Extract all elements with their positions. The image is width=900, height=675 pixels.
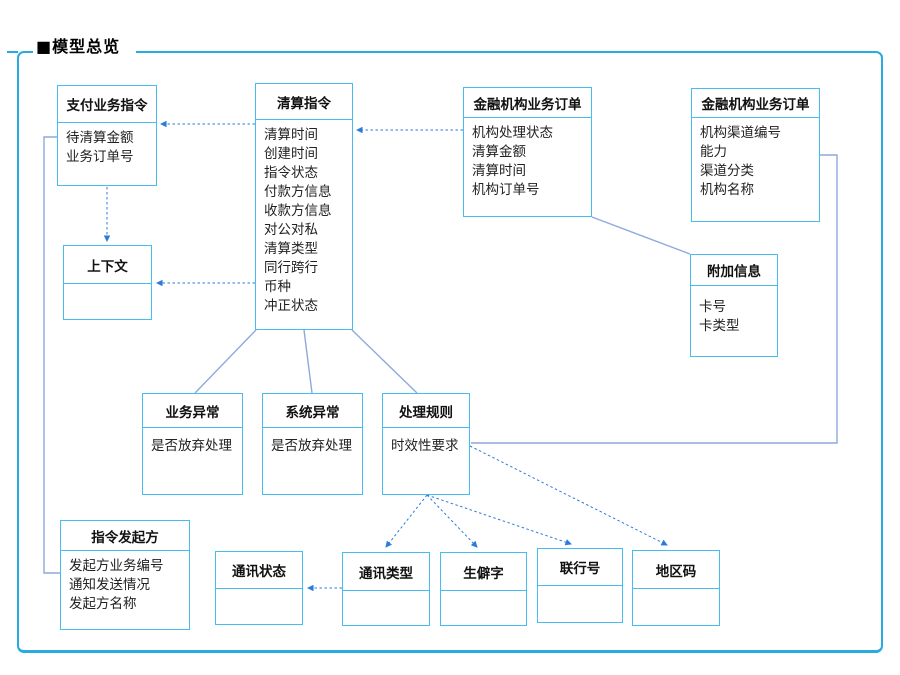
entity-field: 通知发送情况 [69,577,150,593]
entity-field: 币种 [264,279,291,295]
entity-clearing-instruction: 清算指令 清算时间 创建时间 指令状态 付款方信息 收款方信息 对公对私 清算类… [255,83,353,330]
entity-field: 能力 [700,144,727,160]
entity-field: 机构名称 [700,182,754,198]
entity-field: 清算类型 [264,241,318,257]
entity-title: 金融机构业务订单 [692,89,819,118]
entity-field: 卡类型 [699,318,740,334]
line-payment-to-initiator [43,136,60,574]
diagram-frame-border [17,51,883,653]
entity-process-rule: 处理规则 时效性要求 [382,393,470,495]
entity-field: 收款方信息 [264,203,332,219]
entity-field: 对公对私 [264,222,318,238]
line-finorder1-to-additional-info [591,216,691,255]
entity-title: 地区码 [633,551,719,589]
entity-title: 生僻字 [441,553,526,591]
entity-field: 创建时间 [264,146,318,162]
line-clearing-to-business-exception [194,329,257,394]
entity-field: 待清算金额 [66,130,134,146]
entity-field: 时效性要求 [391,438,459,454]
entity-field: 发起方业务编号 [69,558,164,574]
entity-business-exception: 业务异常 是否放弃处理 [142,393,243,495]
entity-title: 联行号 [538,549,622,586]
entity-fin-institution-order-2: 金融机构业务订单 机构渠道编号 能力 渠道分类 机构名称 [691,88,820,222]
arrow-rule-to-rare-character [426,494,478,548]
entity-field: 付款方信息 [264,184,332,200]
entity-title: 通讯状态 [216,552,302,589]
entity-field: 冲正状态 [264,298,318,314]
entity-field: 清算时间 [264,127,318,143]
line-clearing-to-system-exception [303,329,313,394]
entity-instruction-initiator: 指令发起方 发起方业务编号 通知发送情况 发起方名称 [60,520,190,630]
entity-title: 指令发起方 [61,521,189,551]
entity-field: 渠道分类 [700,163,754,179]
entity-title: 金融机构业务订单 [464,88,591,118]
entity-field: 机构订单号 [472,182,540,198]
entity-field: 是否放弃处理 [271,438,352,454]
entity-field: 清算时间 [472,163,526,179]
entity-title: 支付业务指令 [58,86,156,123]
entity-bank-link-number: 联行号 [537,548,623,623]
entity-field: 机构处理状态 [472,125,553,141]
entity-title: 系统异常 [263,394,362,428]
entity-title: 通讯类型 [343,553,429,591]
entity-comm-type: 通讯类型 [342,552,430,626]
arrow-rule-to-comm-type [385,494,428,548]
entity-field: 清算金额 [472,144,526,160]
entity-context: 上下文 [63,245,152,320]
entity-area-code: 地区码 [632,550,720,626]
entity-fin-institution-order-1: 金融机构业务订单 机构处理状态 清算金额 清算时间 机构订单号 [463,87,592,217]
entity-system-exception: 系统异常 是否放弃处理 [262,393,363,495]
entity-rare-character: 生僻字 [440,552,527,626]
arrow-rule-to-area-code [469,445,668,546]
arrow-rule-to-bank-link-number [426,494,572,546]
entity-payment-instruction: 支付业务指令 待清算金额 业务订单号 [57,85,157,186]
entity-title: 处理规则 [383,394,469,428]
entity-field: 指令状态 [264,165,318,181]
entity-field: 发起方名称 [69,596,137,612]
page-title: ■模型总览 [33,36,137,58]
entity-additional-info: 附加信息 卡号 卡类型 [690,254,778,357]
entity-field: 同行跨行 [264,260,318,276]
entity-field: 是否放弃处理 [151,438,232,454]
entity-title: 清算指令 [256,84,352,120]
line-finorder2-to-process-rule [471,154,838,444]
entity-comm-status: 通讯状态 [215,551,303,625]
entity-field: 卡号 [699,299,726,315]
entity-title: 业务异常 [143,394,242,428]
entity-title: 上下文 [64,246,151,284]
entity-title: 附加信息 [691,255,777,286]
line-clearing-to-process-rule [351,329,418,394]
entity-field: 业务订单号 [66,149,134,165]
entity-field: 机构渠道编号 [700,125,781,141]
